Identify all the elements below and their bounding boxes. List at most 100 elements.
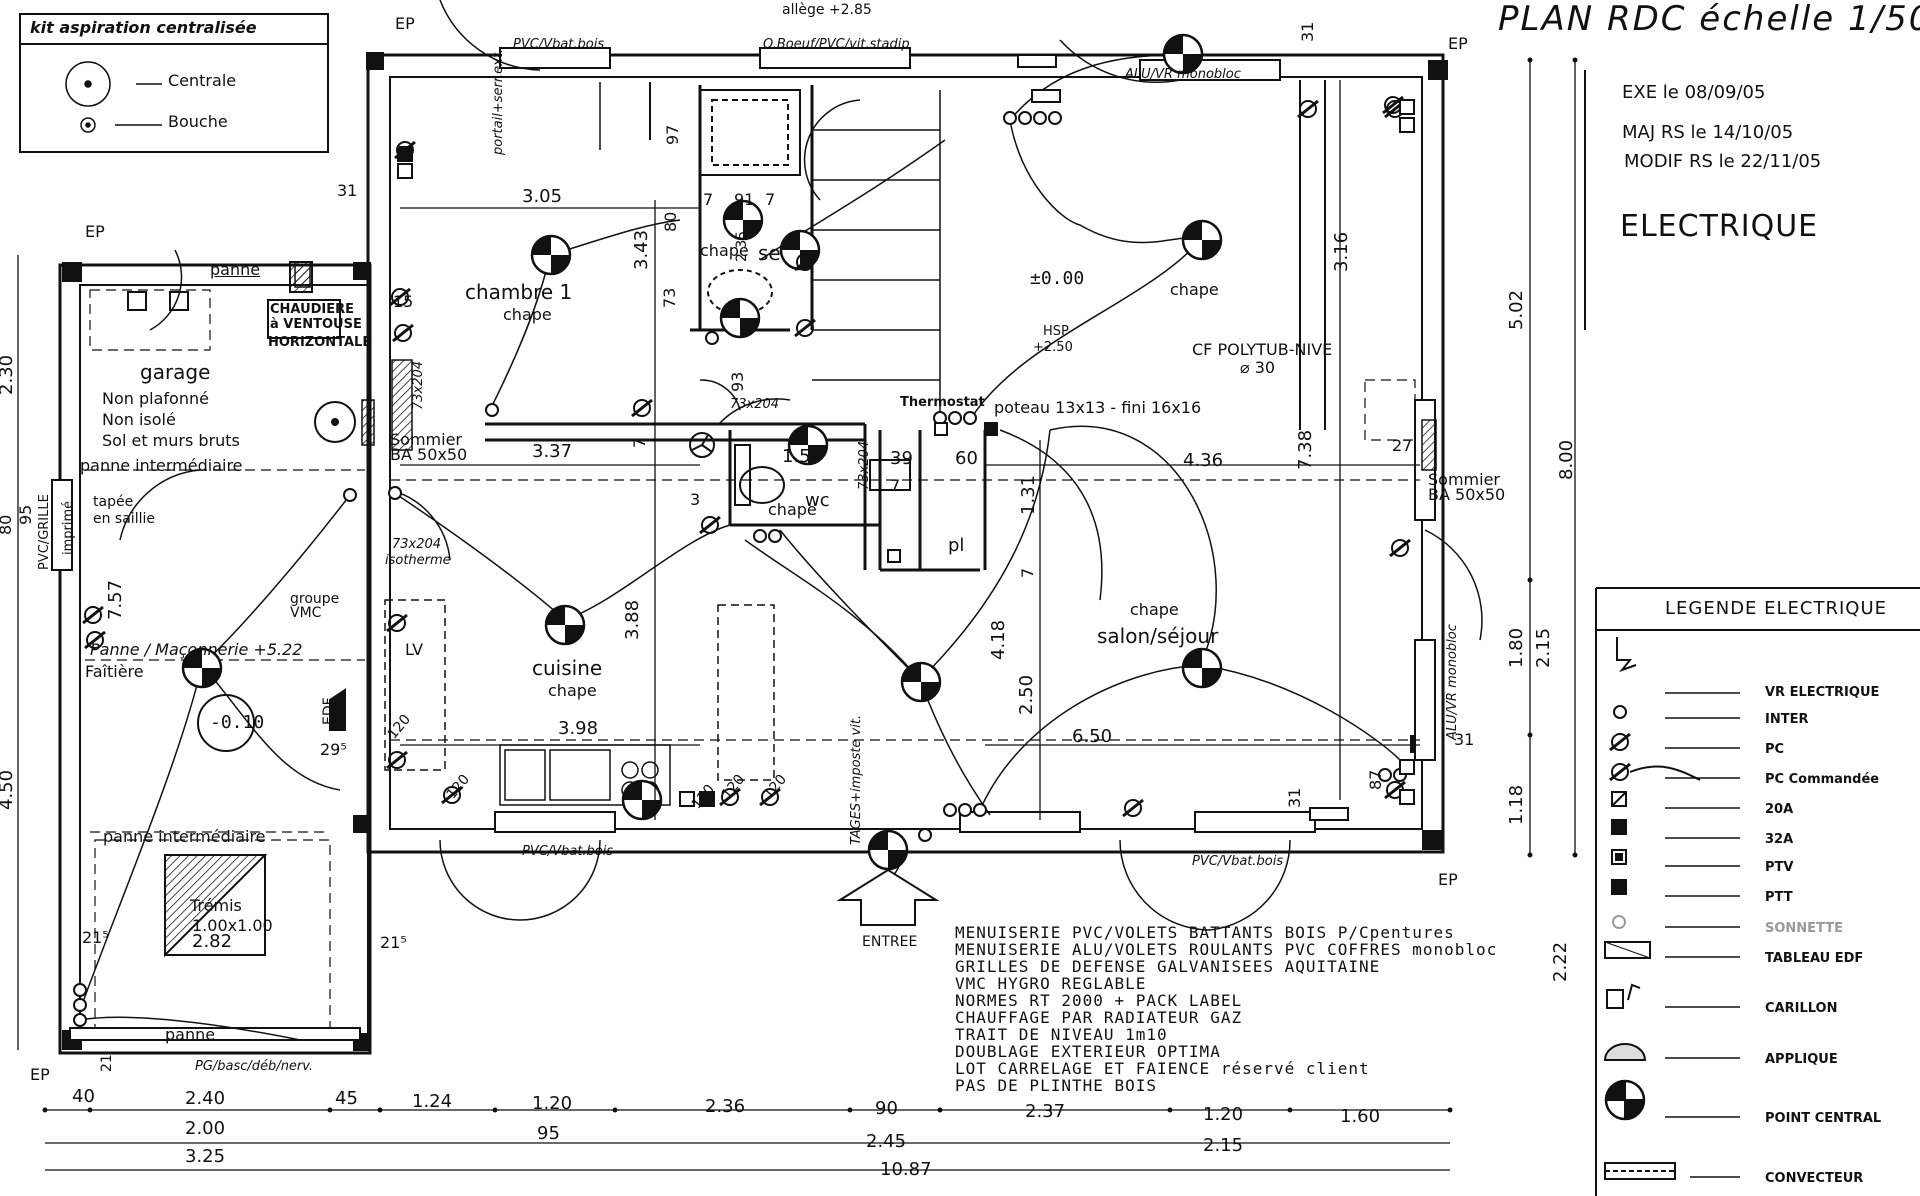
dim-left-80: 80 bbox=[0, 514, 15, 535]
legend-ptv: PTV bbox=[1765, 860, 1794, 875]
corner-posts bbox=[62, 52, 1448, 1051]
dim-7-d: 7 bbox=[890, 476, 901, 495]
dim-31-a: 31 bbox=[337, 181, 358, 200]
staircase bbox=[803, 90, 941, 424]
dim-29-5: 29⁵ bbox=[320, 740, 347, 759]
dimension-lines bbox=[17, 60, 1576, 1171]
cf-polytub-1: CF POLYTUB-NIVE bbox=[1192, 340, 1333, 359]
room-chambre-floor: chape bbox=[503, 305, 552, 324]
lv-label: LV bbox=[405, 640, 424, 659]
legend-pc: PC bbox=[1765, 742, 1785, 757]
dim-bottom-3-25: 3.25 bbox=[185, 1146, 226, 1167]
dim-bottom-1-20-b: 1.20 bbox=[1203, 1104, 1244, 1125]
dim-93: 93 bbox=[728, 371, 747, 392]
panne-inter-label-2: panne intermédiaire bbox=[103, 827, 266, 846]
pvc-bois-bottom: PVC/Vbat.bois bbox=[522, 844, 614, 859]
cf-polytub-2: ⌀ 30 bbox=[1240, 358, 1276, 377]
plan-title: PLAN RDC échelle 1/50 bbox=[1498, 0, 1920, 39]
dim-80: 80 bbox=[661, 211, 680, 232]
tremis-3: 2.82 bbox=[192, 931, 233, 952]
kit-title: kit aspiration centralisée bbox=[30, 18, 257, 37]
dim-7-b: 7 bbox=[765, 190, 776, 209]
kit-frame bbox=[19, 13, 329, 153]
dim-left-4-50: 4.50 bbox=[0, 769, 17, 810]
ep-garage-bottom: EP bbox=[30, 1065, 50, 1084]
dim-3: 3 bbox=[690, 490, 701, 509]
dim-31-c: 31 bbox=[1454, 730, 1475, 749]
tremis-2: 1.00x1.00 bbox=[192, 916, 273, 935]
legend-leader-lines bbox=[1665, 692, 1740, 1178]
kit-centrale: Centrale bbox=[168, 71, 237, 90]
room-chambre: chambre 1 bbox=[465, 280, 573, 304]
dim-73: 73 bbox=[660, 287, 679, 308]
faitiere-label: Faîtière bbox=[85, 662, 144, 681]
isotherme-1: 73x204 bbox=[392, 537, 442, 552]
ep-top-right: EP bbox=[1448, 34, 1468, 53]
dim-bottom-2-15: 2.15 bbox=[1203, 1135, 1244, 1156]
room-pl: pl bbox=[948, 535, 965, 556]
legend-ptt: PTT bbox=[1765, 890, 1793, 905]
legend-20a: 20A bbox=[1765, 802, 1794, 817]
dim-bottom-2-37: 2.37 bbox=[1025, 1101, 1066, 1122]
poteau-label: poteau 13x13 - fini 16x16 bbox=[994, 398, 1202, 417]
dim-left-2-30: 2.30 bbox=[0, 354, 17, 395]
legend-symbols bbox=[1603, 637, 1701, 1180]
dim-right-1-80: 1.80 bbox=[1506, 627, 1527, 668]
dim-1-55: 1.55 bbox=[782, 446, 823, 467]
pvc-bois-bottom-2: PVC/Vbat.bois bbox=[1192, 854, 1284, 869]
legend-title: LEGENDE ELECTRIQUE bbox=[1665, 598, 1888, 619]
convectors bbox=[1017, 54, 1349, 821]
kit-bouche: Bouche bbox=[168, 112, 228, 131]
dim-2-50: 2.50 bbox=[1016, 674, 1037, 715]
kitchen-counter bbox=[384, 599, 775, 806]
isotherme-2: isotherme bbox=[385, 553, 451, 568]
legend-vr: VR ELECTRIQUE bbox=[1765, 685, 1880, 700]
imprime-label: imprimé bbox=[61, 500, 76, 555]
tremis-1: Trémis bbox=[190, 896, 242, 915]
room-sde-floor: chape bbox=[700, 241, 749, 260]
dim-bottom-2-36: 2.36 bbox=[705, 1096, 746, 1117]
room-salon-floor: chape bbox=[1130, 600, 1179, 619]
legend-carillon: CARILLON bbox=[1765, 1001, 1838, 1016]
tremis-box bbox=[164, 854, 266, 956]
dim-bottom-2-40: 2.40 bbox=[185, 1088, 226, 1109]
room-cuisine-floor: chape bbox=[548, 681, 597, 700]
dim-31-top: 31 bbox=[1298, 21, 1317, 42]
level-main: ±0.00 bbox=[1030, 268, 1085, 289]
alu-vr-right: ALU/VR monobloc bbox=[1445, 624, 1460, 740]
entry-arrow bbox=[836, 868, 940, 926]
dim-2-35: 2.35 bbox=[734, 230, 750, 262]
dim-bottom-1-60: 1.60 bbox=[1340, 1106, 1381, 1127]
legend-point-central: POINT CENTRAL bbox=[1765, 1111, 1882, 1126]
revision-modif: MODIF RS le 22/11/05 bbox=[1624, 151, 1822, 172]
garage-note-1: Non plafonné bbox=[102, 389, 209, 408]
sommier-right-2: BA 50x50 bbox=[1428, 485, 1506, 504]
dim-left-95: 95 bbox=[16, 504, 35, 525]
dim-right-2-15: 2.15 bbox=[1533, 627, 1554, 668]
alu-vr-top: ALU/VR monobloc bbox=[1125, 67, 1241, 82]
dim-bottom-10-87: 10.87 bbox=[880, 1159, 932, 1180]
dim-31-b: 31 bbox=[1285, 787, 1304, 808]
dim-6-50: 6.50 bbox=[1072, 726, 1113, 747]
allege-label: allège +2.85 bbox=[782, 2, 872, 18]
tages-label: TAGES+imposte vit. bbox=[849, 714, 864, 845]
ep-garage-top: EP bbox=[85, 222, 105, 241]
tapee-1: tapée bbox=[93, 494, 134, 510]
dim-right-2-22: 2.22 bbox=[1550, 941, 1571, 982]
dim-3-16: 3.16 bbox=[1331, 231, 1352, 272]
dim-87: 87 bbox=[1366, 769, 1385, 790]
panne-garage-bottom: panne bbox=[165, 1025, 216, 1044]
hsp-1: HSP bbox=[1043, 324, 1069, 339]
ep-bottom-right: EP bbox=[1438, 870, 1458, 889]
dim-97: 97 bbox=[663, 124, 682, 145]
note-9: LOT CARRELAGE ET FAIENCE réservé client bbox=[955, 1059, 1370, 1078]
dim-91: 91 bbox=[734, 190, 755, 209]
note-7: TRAIT DE NIVEAU 1m10 bbox=[955, 1025, 1168, 1044]
dim-21-5-b: 21⁵ bbox=[380, 933, 407, 952]
chaudiere-2: à VENTOUSE bbox=[270, 317, 362, 332]
dim-7-a: 7 bbox=[703, 190, 714, 209]
revision-exe: EXE le 08/09/05 bbox=[1622, 82, 1766, 103]
subject-title: ELECTRIQUE bbox=[1620, 209, 1819, 244]
note-8: DOUBLAGE EXTERIEUR OPTIMA bbox=[955, 1042, 1221, 1061]
